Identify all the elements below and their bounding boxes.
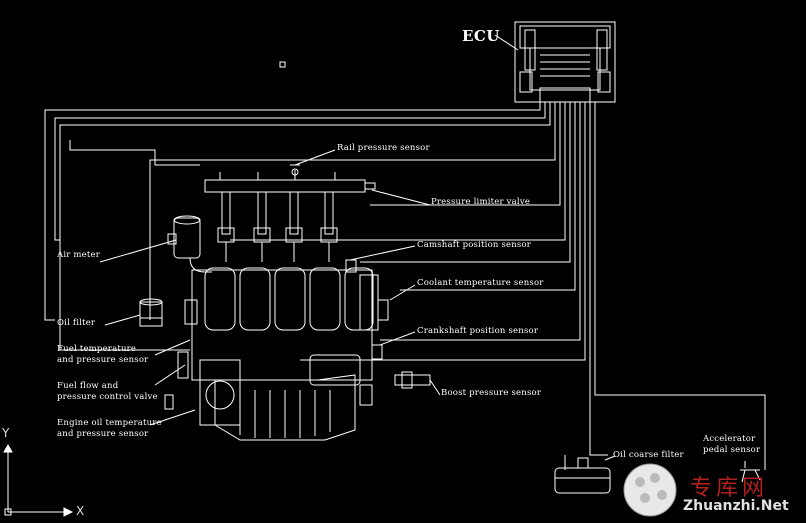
fuel-flow-line1: Fuel flow and (57, 381, 119, 391)
rail-pressure-sensor-label: Rail pressure sensor (337, 143, 430, 153)
injectors (217, 191, 338, 262)
fuel-temp-line2: and pressure sensor (57, 355, 149, 365)
engine-oil-sensor-label: Engine oil temperature and pressure sens… (57, 418, 162, 440)
camshaft-position-sensor-label: Camshaft position sensor (417, 240, 532, 250)
oil-coarse-filter (554, 457, 611, 494)
engine-oil-line2: and pressure sensor (57, 429, 149, 439)
crankshaft-position-sensor-label: Crankshaft position sensor (417, 326, 539, 336)
ecu-unit (494, 21, 616, 103)
fuel-rail (204, 164, 376, 193)
accelerator-pedal-sensor-label: Accelerator pedal sensor (703, 434, 760, 456)
accel-line2: pedal sensor (703, 445, 761, 455)
oil-filter (139, 298, 163, 327)
axis-indicator (3, 443, 74, 517)
accelerator-pedal (740, 469, 761, 483)
air-meter (167, 215, 212, 273)
watermark-domain: Zhuanzhi.Net (683, 498, 789, 514)
watermark-logo (623, 463, 677, 517)
pressure-limiter-valve-label: Pressure limiter valve (431, 197, 531, 207)
air-meter-label: Air meter (57, 250, 101, 260)
marker-square (279, 61, 286, 68)
fuel-temp-line1: Fuel temperature (57, 344, 137, 354)
watermark-chinese: 专库网 (690, 476, 769, 501)
oil-filter-label: Oil filter (57, 318, 96, 328)
fuel-temperature-sensor-label: Fuel temperature and pressure sensor (57, 344, 148, 366)
x-axis-label: X (76, 504, 85, 518)
fuel-flow-line2: pressure control valve (57, 392, 158, 402)
engine-oil-line1: Engine oil temperature (57, 418, 162, 428)
ecu-label: ECU (462, 27, 500, 45)
coolant-temperature-sensor-label: Coolant temperature sensor (417, 278, 544, 288)
engine-block (164, 259, 431, 441)
oil-coarse-filter-label: Oil coarse filter (613, 450, 684, 460)
accel-line1: Accelerator (703, 434, 756, 444)
wiring-harness (44, 102, 766, 470)
leader-lines (99, 149, 746, 468)
boost-pressure-sensor-label: Boost pressure sensor (441, 388, 542, 398)
fuel-flow-valve-label: Fuel flow and pressure control valve (57, 381, 158, 403)
y-axis-label: Y (2, 426, 10, 440)
